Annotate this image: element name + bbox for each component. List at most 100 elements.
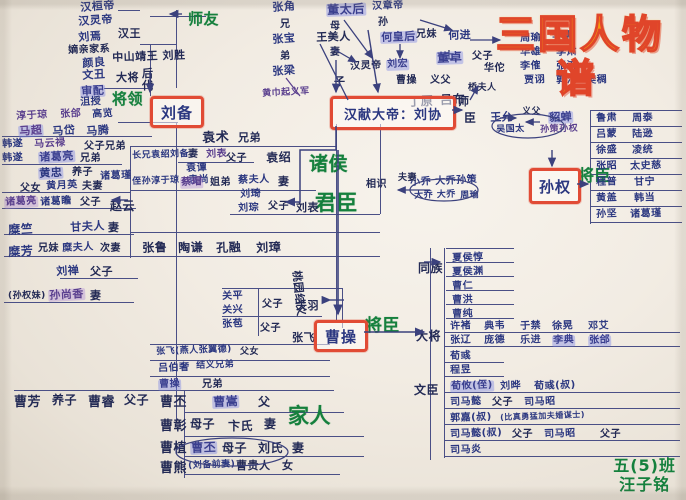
handwritten-name: 张鲁 [141, 240, 168, 255]
handwritten-name: 夫妻 [82, 181, 103, 192]
handwritten-name: 董太后 [326, 1, 366, 17]
handwritten-name: 诸葛瞻 [39, 195, 72, 208]
handwritten-name: 曹仁 [451, 280, 474, 292]
handwritten-name: 中山靖王 刘胜 [111, 48, 186, 64]
connector-line-h [184, 456, 364, 458]
connector-line-h [130, 146, 336, 148]
handwritten-name: 貂蝉 [548, 110, 574, 124]
handwritten-name: 袁术 [201, 130, 230, 146]
handwritten-name: 父女 [240, 347, 260, 357]
connector-line-h [446, 276, 514, 278]
key-node-xiandi[interactable]: 汉献大帝：刘协 [330, 96, 456, 130]
handwritten-name: 黄盖 [595, 192, 618, 204]
handwritten-name: 父女 [20, 183, 41, 194]
handwritten-name: 孙尚香 [48, 287, 86, 302]
handwritten-name: 刘琮 [237, 202, 260, 214]
handwritten-name: 妻 [188, 149, 199, 160]
handwritten-name: 孙坚 [595, 208, 618, 220]
key-node-liubei[interactable]: 刘备 [150, 96, 204, 128]
handwritten-name: 司马懿(叔) [449, 427, 503, 440]
key-node-sunquan[interactable]: 孙权 [529, 168, 581, 204]
connector-line-h [590, 126, 682, 128]
handwritten-name: 周泰 [631, 112, 654, 124]
handwritten-name: 女 [282, 459, 294, 472]
connector-line-h [4, 256, 136, 258]
connector-line-h [444, 440, 680, 442]
connector-line-v [258, 288, 260, 336]
connector-line-h [590, 142, 682, 144]
author-signature: 五(5)班 汪子铭 [613, 456, 676, 494]
handwritten-name: 刘表 [296, 201, 319, 214]
handwritten-name: 义父 [522, 107, 542, 117]
connector-line-h [222, 316, 322, 318]
handwritten-name: 诸葛瑾 [629, 207, 662, 220]
connector-line-h [446, 318, 514, 320]
connector-line-v [590, 110, 592, 224]
handwritten-name: 后 [142, 67, 154, 80]
handwritten-name: 文丑 [81, 67, 106, 82]
handwritten-name: 典韦 [483, 320, 506, 332]
handwritten-name: 曹熊 [160, 461, 188, 476]
connector-line-h [446, 290, 514, 292]
handwritten-name: 马岱 [51, 123, 76, 138]
handwritten-name: 刘晔 [499, 380, 522, 392]
connector-line-v [130, 146, 132, 258]
handwritten-name: 张辽 [449, 334, 472, 346]
handwritten-name: 糜芳 [7, 243, 34, 259]
handwritten-name: 贾诩 [523, 74, 546, 86]
connector-line-h [178, 162, 254, 164]
handwritten-name: 士 [444, 51, 455, 62]
handwritten-name: 糜竺 [7, 221, 34, 237]
handwritten-name: 义父 [430, 75, 451, 86]
handwritten-name: 曹芳 [14, 395, 42, 410]
handwritten-name: 何进 [447, 28, 472, 42]
relation-label: 君臣 [315, 191, 358, 215]
handwritten-name: 程昱 [449, 364, 472, 376]
page-title-line1: 三国人物 [495, 12, 665, 59]
handwritten-name: 甘宁 [633, 176, 656, 188]
handwritten-name: 孙 [378, 17, 389, 28]
handwritten-name: 关平 [221, 290, 244, 302]
handwritten-name: 司马炎 [449, 443, 482, 456]
handwritten-name: 袁绍 [265, 150, 292, 165]
handwritten-name: 袁谭 [185, 162, 208, 174]
handwritten-name: 张郃 [588, 334, 612, 347]
connector-line-h [150, 344, 330, 346]
connector-line-h [184, 474, 340, 476]
key-node-caocao[interactable]: 曹操 [314, 320, 368, 352]
handwritten-name: 沮授 [79, 95, 102, 108]
handwritten-name: 曹彰 [160, 419, 188, 434]
connector-line-h [230, 214, 380, 216]
connector-line-h [184, 412, 344, 414]
handwritten-name: 甘夫人 [69, 219, 106, 234]
relation-label: 诸侯 [309, 153, 349, 175]
connector-line-h [150, 376, 330, 378]
handwritten-name: 王允 [489, 110, 514, 124]
connector-line-h [118, 122, 178, 124]
handwritten-name: 兄妹 [416, 29, 437, 40]
handwritten-name: 父子 [90, 265, 113, 278]
connector-line-h [444, 376, 504, 378]
handwritten-name: 汉灵帝 [77, 12, 114, 28]
handwritten-name: 弟 [280, 51, 291, 62]
handwritten-name: 相识 [366, 179, 387, 190]
handwritten-name: 大乔 大乔 [413, 189, 456, 201]
connector-line-h [130, 256, 380, 258]
connector-line-v [336, 124, 338, 320]
connector-line-h [2, 208, 136, 210]
handwritten-name: 结义兄弟 [195, 359, 235, 371]
handwritten-name: 孙策孙权 [539, 123, 579, 135]
relation-label: 将领 [112, 90, 144, 108]
handwritten-name: 李典 [552, 334, 576, 347]
connector-line-h [444, 346, 680, 348]
handwritten-name: 养子 [72, 167, 93, 178]
handwritten-name: 汉章帝 [371, 0, 404, 12]
handwritten-name: 曹睿 [88, 395, 116, 410]
handwritten-name: 父子 [492, 397, 513, 408]
connector-line-v [444, 248, 446, 458]
handwritten-name: 司马懿 [449, 395, 482, 408]
handwritten-name: 荀彧(叔) [533, 379, 576, 392]
relation-label: 将臣 [365, 316, 400, 336]
connector-line-h [590, 110, 682, 112]
handwritten-name: 吕蒙 [595, 128, 618, 140]
